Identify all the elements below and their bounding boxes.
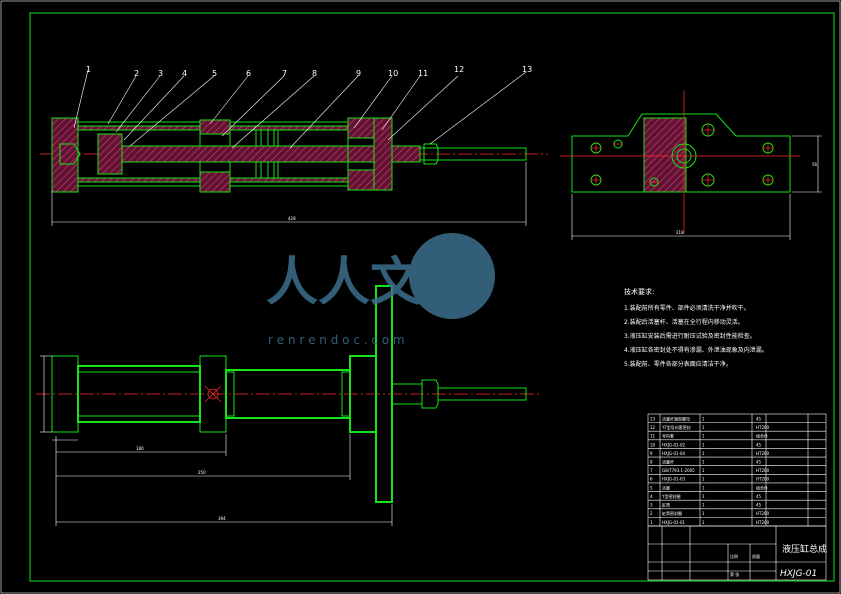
svg-text:250: 250 bbox=[198, 470, 206, 475]
bom-cell: 1 bbox=[702, 459, 705, 464]
bom-cell: 1 bbox=[702, 442, 705, 447]
notes-title: 技术要求: bbox=[624, 287, 654, 296]
bom-cell: 1 bbox=[702, 477, 705, 482]
title-block: 液压缸总成 HXJG-01 比例 质量 第 张 bbox=[647, 525, 827, 581]
bom-cell: 1 bbox=[702, 451, 705, 456]
bom-cell: 缸筒密封圈 bbox=[662, 510, 682, 516]
balloon-2: 2 bbox=[134, 69, 139, 78]
bom-cell: 45 bbox=[756, 503, 762, 508]
svg-text:56: 56 bbox=[812, 162, 818, 167]
bom-cell: 12 bbox=[650, 425, 656, 430]
bom-cell: 2 bbox=[650, 511, 653, 516]
balloon-9: 9 bbox=[356, 69, 361, 78]
bom-cell: Y型密封圈 bbox=[661, 493, 680, 499]
bom-cell: 导向套 bbox=[662, 433, 674, 439]
cylinder-section-view: 428 bbox=[40, 117, 548, 226]
mounting-side-view: 218 56 bbox=[560, 90, 822, 240]
bom-cell: 45 bbox=[756, 459, 762, 464]
watermark-url: r e n r e n d o c . c o m bbox=[268, 333, 405, 347]
sheet-label: 第 张 bbox=[730, 571, 739, 577]
bom-cell: 活塞杆 bbox=[662, 458, 674, 464]
bom-cell: 4 bbox=[650, 494, 653, 499]
note-1: 1.装配前所有零件、部件必须清洗干净并吹干。 bbox=[624, 304, 750, 312]
bom-cell: 7 bbox=[650, 468, 653, 473]
balloon-7: 7 bbox=[282, 69, 287, 78]
balloon-1: 1 bbox=[86, 65, 91, 74]
bom-cell: 1 bbox=[702, 494, 705, 499]
bom-cell: HT200 bbox=[756, 451, 770, 456]
bom-cell: 6 bbox=[650, 477, 653, 482]
bom-cell: 45 bbox=[756, 416, 762, 421]
balloon-5: 5 bbox=[212, 69, 217, 78]
bom-cell: 1 bbox=[650, 520, 653, 525]
bom-cell: HXJG-01-02 bbox=[662, 442, 686, 447]
balloon-labels: 1 2 3 4 5 6 7 8 9 10 11 12 13 bbox=[86, 65, 532, 78]
balloon-13: 13 bbox=[522, 65, 532, 74]
bom-cell: 活塞 bbox=[662, 484, 670, 490]
bom-cell: YF型导向套密封 bbox=[661, 424, 691, 430]
balloon-12: 12 bbox=[454, 65, 464, 74]
bom-cell: 13 bbox=[650, 416, 656, 421]
bom-cell: HXJG-01-04 bbox=[662, 451, 686, 456]
technical-notes: 技术要求: 1.装配前所有零件、部件必须清洗干净并吹干。 2.装配后活塞杆、活塞… bbox=[624, 287, 768, 368]
bom-cell: HT200 bbox=[756, 511, 770, 516]
bom-cell: 1 bbox=[702, 485, 705, 490]
note-4: 4.液压缸各密封处不得有渗漏、外泄油现象及内泄漏。 bbox=[624, 346, 768, 354]
inner-frame bbox=[29, 12, 835, 582]
bom-cell: 45 bbox=[756, 494, 762, 499]
bolt-holes bbox=[590, 123, 774, 187]
bom-cell: 3 bbox=[650, 503, 653, 508]
bom-cell: 组合件 bbox=[756, 433, 768, 439]
bom-cell: 1 bbox=[702, 425, 705, 430]
bom-cell: HXJG-01-01 bbox=[662, 520, 686, 525]
bom-cell: 10 bbox=[650, 442, 656, 447]
bom-cell: 5 bbox=[650, 485, 653, 490]
bom-cell: HT200 bbox=[756, 477, 770, 482]
bom-cell: HT200 bbox=[756, 425, 770, 430]
bom-cell: 1 bbox=[702, 416, 705, 421]
bom-cell: 1 bbox=[702, 434, 705, 439]
bom-cell: 活塞杆端部螺母 bbox=[662, 415, 690, 421]
note-3: 3.液压缸安装后需进行耐压试验及密封性能检查。 bbox=[624, 332, 756, 340]
bom-cell: 11 bbox=[650, 434, 656, 439]
bom-cell: 1 bbox=[702, 503, 705, 508]
balloon-4: 4 bbox=[182, 69, 187, 78]
note-5: 5.装配前、零件各部分表面应清洁干净。 bbox=[624, 360, 732, 368]
bom-cell: 1 bbox=[702, 520, 705, 525]
bom-cell: HT200 bbox=[756, 520, 770, 525]
weight-label: 质量 bbox=[752, 553, 760, 559]
svg-text:394: 394 bbox=[218, 516, 226, 521]
bom-cell: 8 bbox=[650, 459, 653, 464]
title-text: 液压缸总成 bbox=[782, 543, 827, 555]
note-2: 2.装配后活塞杆、活塞在全行程内移动灵活。 bbox=[624, 318, 744, 326]
balloon-8: 8 bbox=[312, 69, 317, 78]
bom-cell: 缸筒 bbox=[662, 502, 670, 508]
watermark-brand: 人人文库 bbox=[266, 253, 474, 313]
cylinder-external-view: 180 250 394 bbox=[36, 285, 540, 526]
watermark: 人人文库 r e n r e n d o c . c o m bbox=[266, 233, 495, 347]
bom-cell: 1 bbox=[702, 511, 705, 516]
bom-cell: HXJG-01-03 bbox=[662, 477, 686, 482]
bom-cell: 45 bbox=[756, 442, 762, 447]
svg-text:180: 180 bbox=[136, 446, 144, 451]
svg-text:428: 428 bbox=[288, 216, 296, 221]
bom-cell: HT200 bbox=[756, 468, 770, 473]
balloon-3: 3 bbox=[158, 69, 163, 78]
svg-text:218: 218 bbox=[676, 230, 684, 235]
balloon-11: 11 bbox=[418, 69, 428, 78]
balloon-10: 10 bbox=[388, 69, 398, 78]
bom-cell: GB/T793.1-2005 bbox=[662, 468, 695, 473]
bom-cell: 1 bbox=[702, 468, 705, 473]
balloon-leaders bbox=[73, 69, 527, 149]
balloon-6: 6 bbox=[246, 69, 251, 78]
bom-cell: 9 bbox=[650, 451, 653, 456]
bom-cell: 组合件 bbox=[756, 484, 768, 490]
scale-label: 比例 bbox=[730, 553, 738, 559]
drawing-number: HXJG-01 bbox=[780, 569, 817, 579]
